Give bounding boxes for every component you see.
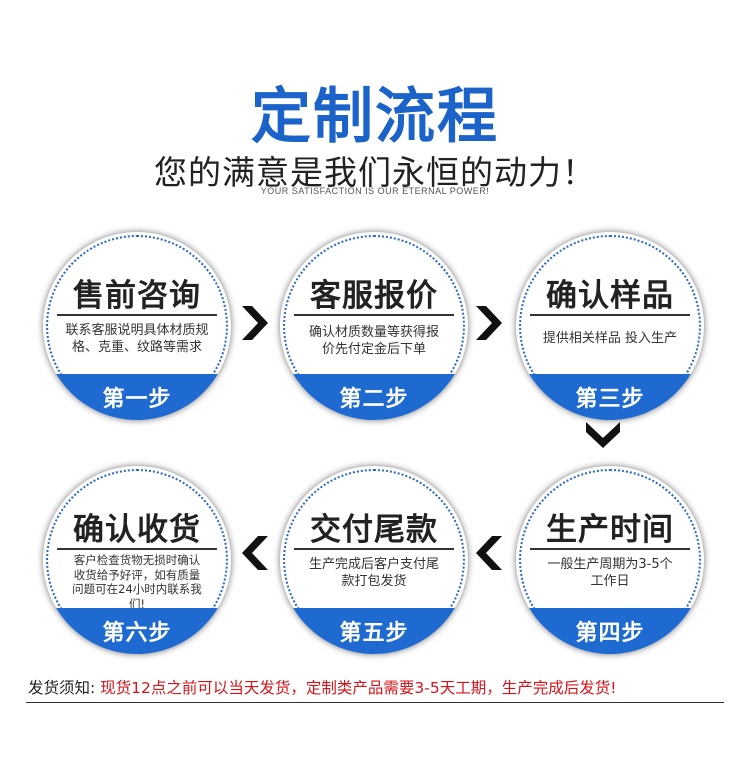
step-band bbox=[516, 374, 704, 420]
step-6-card: 确认收货 客户检查货物无损时确认收货给予好评，如有质量问题可在24小时内联系我们… bbox=[43, 466, 231, 654]
divider bbox=[530, 314, 690, 316]
step-label: 第六步 bbox=[102, 621, 172, 646]
chevron-right-icon bbox=[242, 306, 268, 340]
step-title: 确认样品 bbox=[546, 278, 674, 314]
shipping-notice: 发货须知: 现货12点之前可以当天发货，定制类产品需要3-5天工期，生产完成后发… bbox=[28, 676, 728, 698]
page-title: 定制流程 bbox=[251, 82, 499, 152]
step-5-card: 交付尾款 生产完成后客户支付尾款打包发货 第五步 bbox=[280, 466, 468, 654]
step-description: 提供相关样品 投入生产 bbox=[542, 331, 678, 346]
step-band bbox=[516, 608, 704, 654]
divider bbox=[530, 548, 690, 550]
step-band bbox=[43, 608, 231, 654]
page-subtitle: 您的满意是我们永恒的动力！ bbox=[154, 153, 596, 192]
step-band bbox=[280, 608, 468, 654]
step-1-card: 售前咨询 联系客服说明具体材质规格、克重、纹路等需求 第一步 bbox=[43, 232, 231, 420]
step-label: 第五步 bbox=[339, 621, 409, 646]
step-label: 第一步 bbox=[102, 387, 172, 412]
step-description: 生产完成后客户支付尾款打包发货 bbox=[308, 557, 439, 589]
step-title: 客服报价 bbox=[310, 278, 438, 314]
step-2-card: 客服报价 确认材质数量等获得报价先付定金后下单 第二步 bbox=[280, 232, 468, 420]
divider bbox=[57, 548, 217, 550]
step-description: 联系客服说明具体材质规格、克重、纹路等需求 bbox=[65, 323, 209, 355]
step-title: 交付尾款 bbox=[310, 512, 438, 548]
step-title: 售前咨询 bbox=[73, 278, 201, 314]
step-band bbox=[280, 374, 468, 420]
step-label: 第二步 bbox=[339, 387, 409, 412]
step-label: 第三步 bbox=[575, 387, 645, 412]
step-description: 客户检查货物无损时确认收货给予好评，如有质量问题可在24小时内联系我们! bbox=[72, 553, 202, 611]
step-3-card: 确认样品 提供相关样品 投入生产 第三步 bbox=[516, 232, 704, 420]
chevron-down-icon bbox=[586, 422, 620, 448]
chevron-left-icon bbox=[476, 536, 502, 570]
step-band bbox=[43, 374, 231, 420]
notice-label: 发货须知: bbox=[28, 679, 96, 697]
divider bbox=[294, 314, 454, 316]
step-title: 确认收货 bbox=[73, 512, 201, 548]
divider bbox=[26, 702, 724, 703]
step-description: 确认材质数量等获得报价先付定金后下单 bbox=[308, 325, 439, 357]
step-label: 第四步 bbox=[575, 621, 645, 646]
divider bbox=[57, 314, 217, 316]
step-4-card: 生产时间 一般生产周期为3-5个工作日 第四步 bbox=[516, 466, 704, 654]
chevron-right-icon bbox=[476, 306, 502, 340]
chevron-left-icon bbox=[242, 536, 268, 570]
divider bbox=[294, 548, 454, 550]
step-title: 生产时间 bbox=[546, 512, 674, 548]
step-description: 一般生产周期为3-5个工作日 bbox=[547, 557, 673, 589]
notice-text: 现货12点之前可以当天发货，定制类产品需要3-5天工期，生产完成后发货! bbox=[100, 679, 617, 697]
page-subtitle-en: YOUR SATISFACTION IS OUR ETERNAL POWER! bbox=[260, 186, 490, 196]
